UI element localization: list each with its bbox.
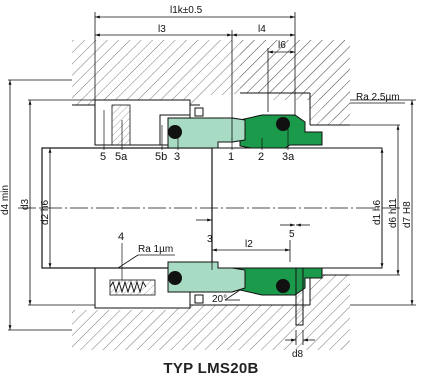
dim-l3: l3: [158, 24, 166, 35]
part-number: 5a: [115, 151, 128, 163]
part-number: 3a: [282, 151, 295, 163]
dim-d1: d1 h6: [372, 200, 383, 225]
shaft: [18, 147, 400, 269]
dim-d3: d3: [20, 198, 31, 210]
dim-5: 5: [289, 229, 295, 240]
part-number: 2: [258, 151, 264, 163]
part-number: 1: [228, 151, 234, 163]
dim-d7: d7 H8: [402, 201, 413, 228]
part-number: 5: [100, 151, 106, 163]
dim-l1k: l1k±0.5: [170, 5, 203, 16]
roughness-top: Ra 2.5µm: [356, 92, 400, 103]
dim-l6: l6: [278, 40, 286, 51]
dim-d6: d6 h11: [388, 198, 399, 228]
part-number: 4: [118, 231, 124, 243]
dim-d8: d8: [292, 349, 304, 360]
dim-d2: d2 h6: [40, 200, 51, 225]
part-number: 3: [174, 151, 180, 163]
drawing-title: TYP LMS20B: [163, 360, 259, 377]
o-ring-icon: [276, 279, 290, 293]
part-leaders: [103, 110, 289, 280]
angle-label: 20°: [212, 294, 227, 305]
dim-d4: d4 min: [0, 185, 11, 215]
part-number: 5b: [155, 151, 167, 163]
dimension-lines: [8, 12, 416, 345]
housing-top: [72, 40, 350, 126]
o-ring-icon: [276, 117, 290, 131]
dim-3: 3: [207, 234, 213, 245]
dim-l4: l4: [258, 24, 266, 35]
anti-rotation-pin: [295, 262, 304, 326]
dim-l2: l2: [245, 239, 253, 250]
roughness-bottom: Ra 1µm: [138, 244, 173, 255]
